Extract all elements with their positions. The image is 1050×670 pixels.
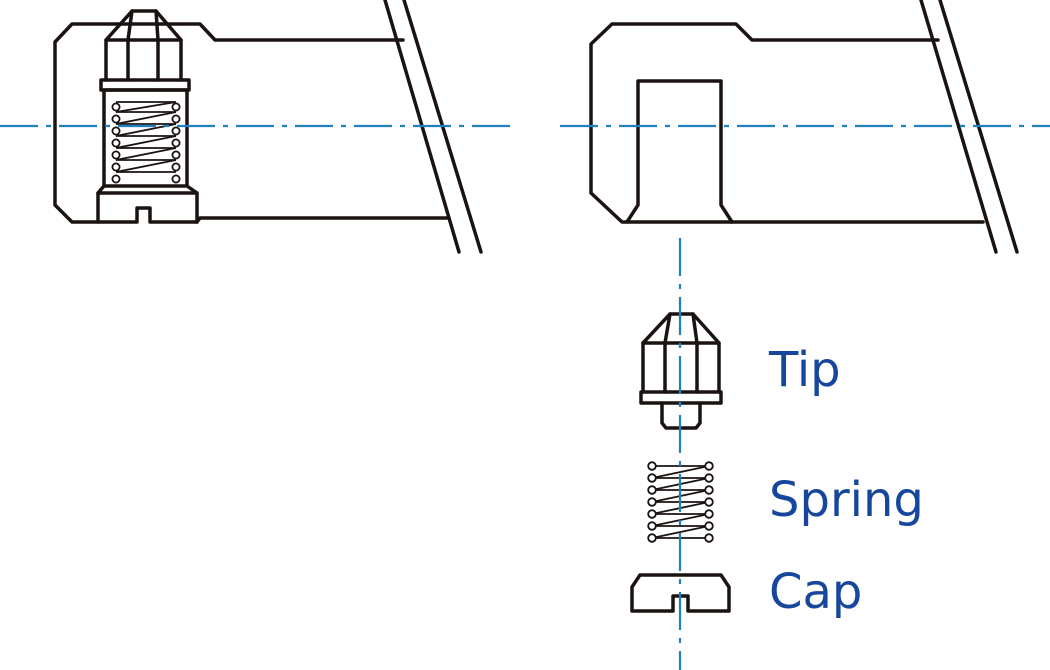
exploded-cap — [630, 573, 731, 613]
bore-cavity — [625, 79, 734, 224]
bore-break-line-1 — [919, 0, 998, 254]
spring-label: Spring — [769, 472, 924, 528]
center-lines — [0, 124, 1050, 670]
cap-label: Cap — [769, 564, 863, 620]
assembled-spring — [111, 101, 181, 184]
assembled-view — [53, 0, 483, 254]
bore-body-outline — [589, 22, 985, 224]
exploded-spring — [647, 461, 714, 543]
assembled-cap — [96, 184, 199, 224]
assembled-spring-housing — [102, 88, 189, 188]
tip-label: Tip — [769, 342, 841, 398]
